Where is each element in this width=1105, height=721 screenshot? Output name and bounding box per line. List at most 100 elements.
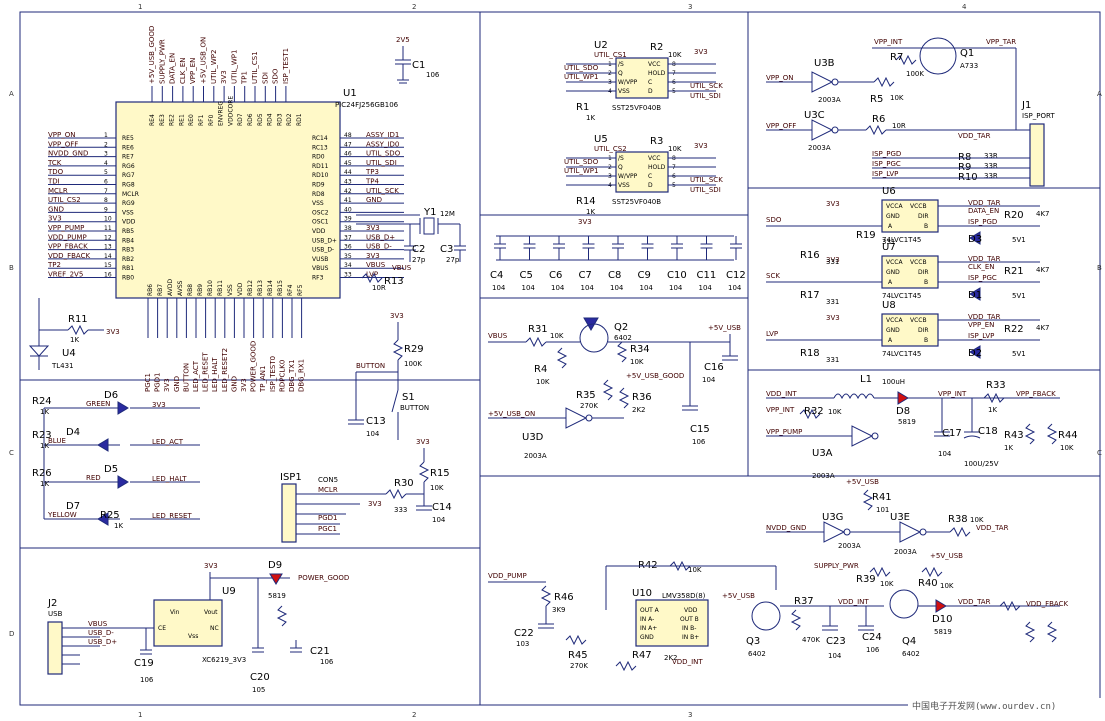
shifter-pin-gnd: GND <box>886 269 900 276</box>
isp1-pgc1: PGC1 <box>318 525 337 533</box>
j2-usb[interactable]: J2 USB VBUS USB_D- USB_D+ <box>47 598 146 675</box>
u1-right-net: UTIL_SDO <box>366 150 401 158</box>
grid-col-2-bottom: 2 <box>412 711 416 719</box>
u1-left-net: TCK <box>47 159 62 167</box>
q1-vpp-int: VPP_INT <box>874 38 903 46</box>
u1-left-num: 13 <box>104 244 112 251</box>
u1-right-num: 48 <box>344 132 352 139</box>
decoupling-caps-row: 3V3C4104C5104C6104C7104C8104C9104C10104C… <box>490 218 746 292</box>
j2-dm: USB_D- <box>88 629 114 637</box>
vdd-vdd-int: VDD_INT <box>672 658 703 666</box>
u1-right-num: 42 <box>344 188 352 195</box>
q4-ref: Q4 <box>902 636 916 647</box>
flash-pin-right: VCC <box>648 61 660 68</box>
c24-ref: C24 <box>862 632 882 643</box>
d9-value: 5819 <box>268 592 286 600</box>
r12-value: 100K <box>404 360 422 368</box>
u3b-ref: U3B <box>814 58 835 69</box>
u1-left-net: TDI <box>47 178 60 186</box>
u1-right-num: 40 <box>344 206 352 213</box>
u1-top-sig: RE3 <box>159 114 166 126</box>
q4-value: 6402 <box>902 650 920 658</box>
u1-right-num: 41 <box>344 197 352 204</box>
caps-row-value: 104 <box>492 284 506 292</box>
u1-left-sig: VSS <box>122 209 134 216</box>
led-color: RED <box>86 474 101 482</box>
shifter-en: DATA_EN <box>968 207 999 215</box>
u1-left-sig: RB1 <box>122 265 134 272</box>
u10-in-bm: IN B- <box>682 625 696 632</box>
r38-value: 3K9 <box>552 606 566 614</box>
r39-value: 270K <box>570 662 588 670</box>
u1-left-num: 9 <box>104 206 108 213</box>
caps-row-ref: C12 <box>726 270 746 281</box>
s1-button[interactable]: 3V3 R29 100K BUTTON C13 104 S1 BUTTON <box>348 312 429 440</box>
shifter-in-net: SDO <box>766 216 782 224</box>
u1-bottom-sig: VSS <box>227 284 234 296</box>
c20-value: 105 <box>252 686 265 694</box>
u1-right-sig: RD0 <box>312 154 325 161</box>
sw-vbus: VBUS <box>488 332 508 340</box>
r31-value: 2K2 <box>632 406 646 414</box>
u1-top-net: CLK_EN <box>179 57 187 84</box>
caps-row-3v3: 3V3 <box>578 218 592 226</box>
u1-top-net: +5V_USB_ON <box>200 37 208 84</box>
r28-value: 10K <box>430 484 444 492</box>
isp1-ref: ISP1 <box>280 472 302 483</box>
isp1-header[interactable]: ISP1 CON5 MCLR PGD1 PGC1 3V3 <box>280 472 386 543</box>
flash-pin-right: HOLD <box>648 70 666 77</box>
led-ref: D5 <box>104 464 118 475</box>
u1-right-num: 46 <box>344 151 352 158</box>
l1-value: 100uH <box>882 378 905 386</box>
j1-body[interactable] <box>1029 123 1045 187</box>
u1-body[interactable] <box>115 101 341 299</box>
u1-top-sig: RD7 <box>237 113 244 126</box>
grid-col-2: 2 <box>412 3 416 11</box>
shifter-out-net: ISP_PGD <box>968 218 997 226</box>
series-resistor-ref: R19 <box>856 230 876 241</box>
u1-bottom-sig: RF4 <box>287 284 294 296</box>
u1-right-num: 45 <box>344 160 352 167</box>
u3a-ref: U3A <box>812 448 833 459</box>
u1-top-sig: RF0 <box>208 114 215 126</box>
u1-bottom-sig: RB14 <box>267 280 274 296</box>
shifter-en: CLK_EN <box>968 263 995 271</box>
caps-row-value: 104 <box>699 284 713 292</box>
u10-ref: U10 <box>632 588 652 599</box>
u3a-value: 2003A <box>812 472 835 480</box>
j1-pgc: ISP_PGC <box>872 160 901 168</box>
u1-bottom-sig: RB6 <box>147 284 154 296</box>
u1-right-sig: OSC2 <box>312 209 329 216</box>
u10-in-bp: IN B+ <box>682 634 699 641</box>
u9-value: XC6219_3V3 <box>202 656 246 664</box>
led-resistor-ref: R23 <box>32 430 52 441</box>
caps-row-value: 104 <box>669 284 683 292</box>
u1-top-sig: RD2 <box>286 113 293 126</box>
shifter-out-net: ISP_LVP <box>968 332 994 340</box>
r8-value: 33R <box>984 152 998 160</box>
u1-ref: U1 <box>343 88 357 99</box>
r30-ref: R35 <box>576 390 596 401</box>
flash-net-sdo: UTIL_SDO <box>564 64 599 72</box>
flash-net-sck: UTIL_SCK <box>690 82 723 90</box>
led-resistor-value: 1K <box>40 480 49 488</box>
u1-right-sig: USB_D+ <box>312 237 337 244</box>
j1-value: ISP_PORT <box>1022 112 1055 120</box>
flash-net-3v3: 3V3 <box>694 142 708 150</box>
u1-left-num: 14 <box>104 253 112 260</box>
led-resistor-ref: R25 <box>100 510 120 521</box>
c23-value: 104 <box>828 652 842 660</box>
u1-top-net: UTIL_WP2 <box>210 50 218 84</box>
u1-bottom-net: POWER_GOOD <box>250 341 258 392</box>
u9-vss: Vss <box>188 633 198 640</box>
u1-left-num: 1 <box>104 132 108 139</box>
r27-ref: R30 <box>394 478 414 489</box>
grid-row-a-right: A <box>1097 90 1102 98</box>
u1-bottom-net: PGD1 <box>154 373 162 393</box>
shifter-pin-b: B <box>924 337 928 344</box>
q2-ref: Q2 <box>614 322 628 333</box>
